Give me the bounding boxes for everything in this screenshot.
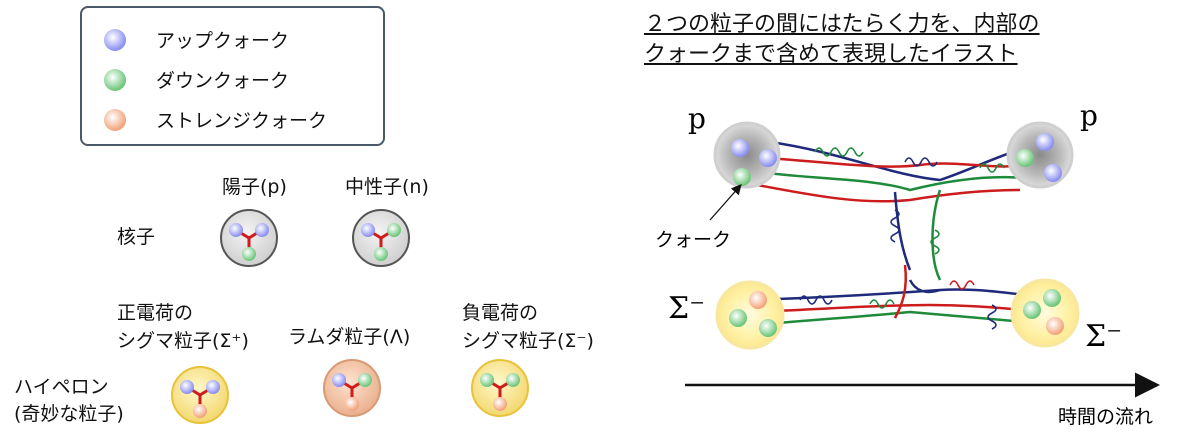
diagram-title-line1: ２つの粒子の間にはたらく力を、内部の bbox=[644, 12, 1040, 37]
proton-icon bbox=[220, 209, 278, 267]
proton-left-particle bbox=[713, 121, 781, 189]
legend-item-down: ダウンクォーク bbox=[102, 66, 289, 93]
strange-quark-icon bbox=[104, 108, 126, 131]
p-left-label: p bbox=[688, 102, 706, 135]
sigma-quark-lines bbox=[749, 264, 1026, 327]
nucleon-row-label: 核子 bbox=[117, 226, 156, 248]
gluon-springs bbox=[799, 147, 1005, 330]
sigma-plus-label-line1: 正電荷の bbox=[117, 302, 194, 324]
quark-pointer-arrow bbox=[709, 184, 742, 221]
proton-quark-lines bbox=[751, 140, 1026, 281]
proton-label: 陽子(p) bbox=[222, 176, 287, 198]
down-quark-icon bbox=[104, 68, 126, 91]
sigma-minus-label-line1: 負電荷の bbox=[462, 302, 539, 324]
diagram-title-line2: クォークまで含めて表現したイラスト bbox=[644, 42, 1018, 67]
diagram-title: ２つの粒子の間にはたらく力を、内部の クォークまで含めて表現したイラスト bbox=[644, 10, 1040, 70]
sigma-right-label: Σ⁻ bbox=[1085, 319, 1122, 354]
hyperon-label-line1: ハイペロン bbox=[14, 376, 109, 398]
legend-label-strange: ストレンジクォーク bbox=[156, 110, 328, 132]
sigma-minus-label-line2: シグマ粒子(Σ⁻) bbox=[462, 330, 594, 352]
legend-label-up: アップクォーク bbox=[156, 30, 290, 52]
particle-icons bbox=[171, 209, 529, 424]
lambda-icon bbox=[323, 359, 381, 417]
quark-pointer-label: クォーク bbox=[655, 229, 731, 251]
proton-right-particle bbox=[1006, 121, 1074, 189]
legend-label-down: ダウンクォーク bbox=[156, 70, 290, 92]
p-right-label: p bbox=[1080, 99, 1098, 132]
sigma-plus-label-line2: シグマ粒子(Σ⁺) bbox=[117, 330, 249, 352]
legend-item-up: アップクォーク bbox=[102, 26, 289, 53]
up-quark-icon bbox=[104, 28, 126, 51]
sigma-plus-icon bbox=[171, 366, 229, 424]
quark-legend: アップクォーク ダウンクォーク ストレンジクォーク bbox=[80, 6, 385, 146]
sigma-minus-icon bbox=[471, 359, 529, 417]
sigma-left-label: Σ⁻ bbox=[668, 291, 705, 326]
interaction-diagram: p p Σ⁻ Σ⁻ クォーク 時間の流れ bbox=[655, 99, 1160, 428]
legend-item-strange: ストレンジクォーク bbox=[102, 106, 327, 133]
hyperon-label-line2: (奇妙な粒子) bbox=[14, 403, 124, 425]
neutron-label: 中性子(n) bbox=[345, 176, 429, 198]
sigma-right-particle bbox=[1010, 278, 1080, 348]
lambda-label: ラムダ粒子(Λ) bbox=[288, 326, 411, 348]
sigma-left-particle bbox=[715, 280, 785, 350]
time-arrow-label: 時間の流れ bbox=[1058, 406, 1153, 428]
neutron-icon bbox=[352, 209, 410, 267]
